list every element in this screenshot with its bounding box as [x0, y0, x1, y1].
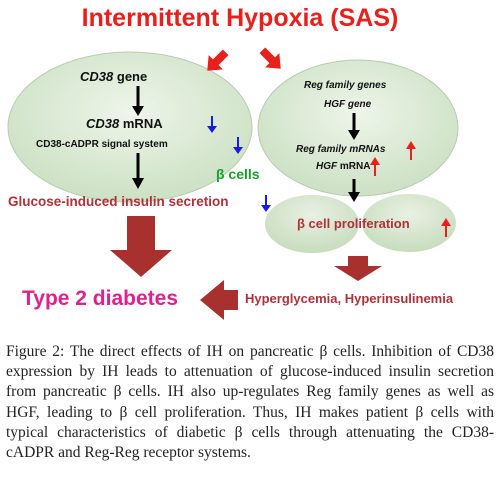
cd38-gene-suffix: gene	[116, 69, 148, 84]
big-arrow-proliferation-down	[334, 256, 382, 281]
cd38-gene-name: CD38	[80, 69, 114, 84]
black-arrow-right-1	[348, 113, 360, 140]
hgf-mrna-suffix: mRNA	[339, 161, 371, 172]
right-cell-ellipse	[360, 192, 458, 254]
secretion-label: Glucose-induced insulin secretion	[8, 194, 229, 209]
cd38-mrna-label: CD38 mRNA	[86, 116, 163, 131]
hyper-label: Hyperglycemia, Hyperinsulinemia	[245, 291, 454, 306]
cd38-gene-label: CD38 gene	[80, 69, 147, 84]
up-arrow-hgf-mrna	[370, 157, 380, 176]
big-arrow-secretion-down	[110, 216, 172, 277]
up-arrow-reg-mrnas	[406, 141, 416, 160]
diagram-graphics	[7, 47, 459, 320]
down-arrow-signal	[233, 137, 243, 154]
left-cell-ellipse	[263, 193, 361, 255]
right-ellipse	[257, 59, 459, 197]
cd38-mrna-suffix: mRNA	[122, 116, 163, 131]
hgf-gene-label: HGF gene	[324, 99, 372, 110]
black-arrow-left-2	[132, 153, 144, 189]
up-arrow-proliferation	[441, 218, 451, 237]
proliferation-label: β cell proliferation	[297, 216, 410, 231]
big-arrow-to-t2d	[200, 280, 238, 320]
ih-diagram: Intermittent Hypoxia (SAS) CD38 gene CD3…	[7, 4, 459, 320]
hgf-mrna-label: HGF mRNA	[316, 161, 370, 172]
down-arrow-mrna	[207, 116, 217, 133]
diagram-title: Intermittent Hypoxia (SAS)	[81, 4, 399, 32]
caption-label: Figure 2:	[6, 343, 65, 360]
caption-text: The direct effects of IH on pancreatic β…	[6, 343, 494, 462]
type2-diabetes-label: Type 2 diabetes	[22, 287, 179, 310]
cd38-mrna-gene: CD38	[86, 116, 120, 131]
figure-caption: Figure 2: The direct effects of IH on pa…	[6, 342, 494, 463]
reg-mrnas-label: Reg family mRNAs	[296, 144, 386, 155]
red-arrow-right	[259, 47, 281, 69]
black-arrow-right-2	[348, 179, 360, 202]
hgf-mrna-gene: HGF	[316, 161, 338, 172]
beta-cells-label: β cells	[216, 166, 260, 182]
left-ellipse	[7, 51, 253, 203]
reg-genes-label: Reg family genes	[304, 80, 387, 91]
red-arrow-left	[207, 49, 229, 71]
black-arrow-left-1	[132, 86, 144, 116]
down-arrow-secretion	[261, 195, 271, 212]
cd38-signal-label: CD38-cADPR signal system	[36, 139, 168, 150]
